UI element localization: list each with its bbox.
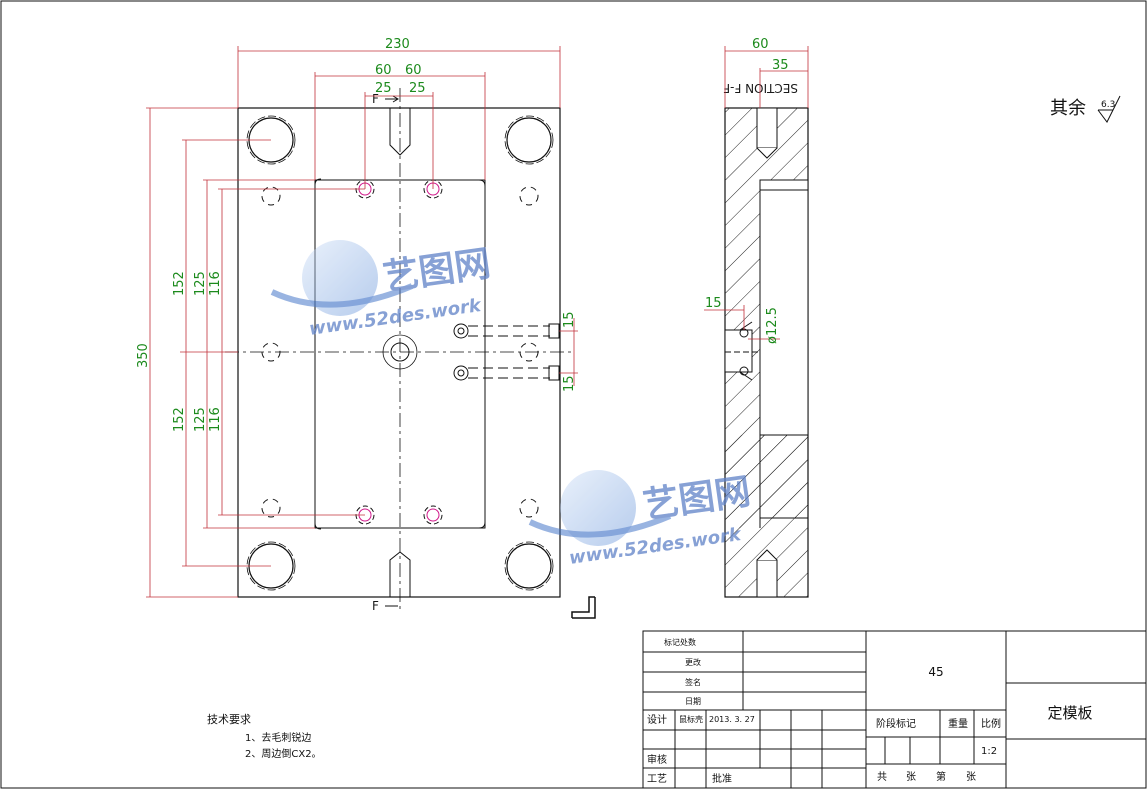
dim-125-top: 125 — [193, 271, 208, 296]
dim-116-bottom: 116 — [208, 407, 223, 432]
roughness-symbol — [1097, 95, 1121, 123]
rev-row-2: 更改 — [685, 657, 701, 667]
approve-label: 批准 — [712, 772, 732, 785]
dim-inner-left: 60 — [375, 63, 392, 78]
side-dimensions — [704, 46, 809, 340]
scale-label: 比例 — [981, 717, 1001, 730]
watermark-globe-icon — [302, 240, 378, 316]
stage-label: 阶段标记 — [876, 717, 916, 730]
watermark-brand: 艺图网 — [381, 243, 494, 299]
dim-pin-right: 25 — [409, 81, 426, 96]
scale-value: 1:2 — [981, 746, 997, 757]
dim-152-top: 152 — [172, 271, 187, 296]
dim-152-bottom: 152 — [172, 407, 187, 432]
surface-finish-label: 其余 — [1050, 98, 1086, 119]
dim-water-diameter: ø12.5 — [765, 307, 780, 344]
process-label: 工艺 — [647, 773, 667, 785]
section-mark-top: F — [372, 92, 379, 106]
dim-125-bottom: 125 — [193, 407, 208, 432]
front-view: F F — [225, 88, 596, 619]
dim-water-offset: 15 — [705, 296, 722, 311]
section-label: SECTION F-F — [723, 81, 798, 95]
dim-pin-left: 25 — [375, 81, 392, 96]
dim-inner-right: 60 — [405, 63, 422, 78]
front-dimension-texts: 230 60 60 25 25 350 152 125 116 152 125 … — [136, 37, 577, 432]
designer: 鼠标壳 — [679, 714, 703, 724]
rev-row-4: 日期 — [685, 697, 701, 706]
view-direction-symbol — [571, 596, 596, 619]
dim-thickness: 60 — [752, 37, 769, 52]
dim-116-top: 116 — [208, 271, 223, 296]
watermark-2: 艺图网 www.52des.work — [528, 470, 753, 569]
lifting-holes — [389, 108, 411, 597]
weight-label: 重量 — [948, 717, 968, 730]
title-block — [642, 630, 1147, 789]
side-section-view: SECTION F-F — [723, 81, 809, 598]
dim-width: 230 — [385, 37, 410, 52]
insert-pocket — [314, 179, 486, 529]
review-label: 审核 — [647, 753, 667, 766]
section-markers — [385, 95, 399, 607]
page-label: 第 — [936, 770, 946, 783]
watermark-globe-icon-2 — [560, 470, 636, 546]
total-label: 共 — [877, 771, 887, 783]
surface-finish-note: 其余 6.3 — [1050, 95, 1121, 123]
tech-req-line-1: 1、去毛刺锐边 — [245, 731, 311, 744]
plate-outline — [237, 107, 561, 598]
front-dimensions — [146, 46, 578, 598]
side-dimension-texts: 60 35 15 ø12.5 — [705, 37, 789, 344]
rev-row-1: 标记处数 — [664, 637, 696, 647]
tech-requirements: 技术要求 1、去毛刺锐边 2、周边倒CX2。 — [207, 713, 322, 760]
dim-water-top: 15 — [562, 311, 577, 328]
tech-req-title: 技术要求 — [207, 713, 251, 726]
dim-half: 35 — [772, 58, 789, 73]
sprue-hole — [382, 334, 418, 370]
design-date: 2013. 3. 27 — [709, 715, 755, 724]
design-label: 设计 — [647, 713, 667, 726]
dim-water-bottom: 15 — [562, 375, 577, 392]
material: 45 — [928, 665, 943, 679]
page-sheet-label: 张 — [966, 771, 976, 783]
tech-req-line-2: 2、周边倒CX2。 — [245, 748, 322, 760]
title-block-texts: 标记处数 更改 签名 日期 45 定模板 设计 鼠标壳 2013. 3. 27 … — [647, 637, 1093, 785]
rev-row-3: 签名 — [685, 677, 701, 687]
section-mark-bottom: F — [372, 599, 379, 613]
dim-height: 350 — [136, 343, 151, 368]
watermark-1: 艺图网 www.52des.work — [270, 240, 494, 340]
part-name: 定模板 — [1047, 704, 1092, 722]
screw-holes — [261, 186, 539, 518]
sheet-label: 张 — [906, 771, 916, 783]
surface-finish-value: 6.3 — [1101, 100, 1115, 110]
